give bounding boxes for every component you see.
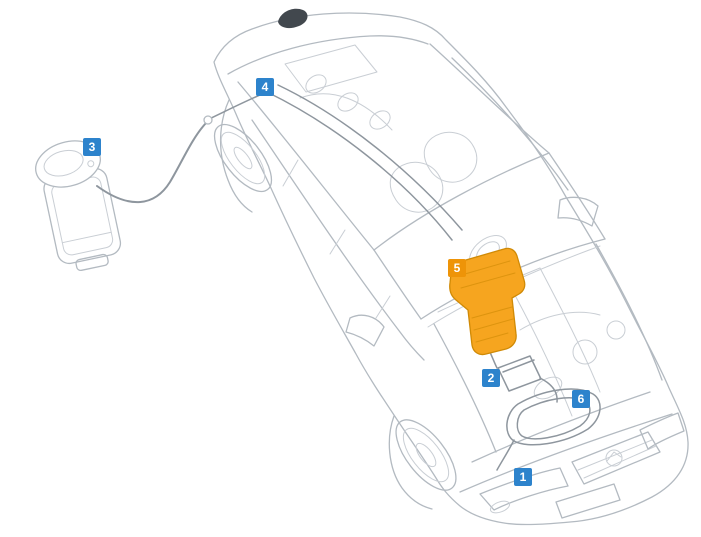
car-body-outline: [213, 12, 689, 526]
front-grille-and-lights: [479, 412, 685, 519]
callout-2[interactable]: 2: [482, 369, 500, 387]
external-device: [35, 115, 213, 272]
callout-1[interactable]: 1: [514, 468, 532, 486]
wheels: [213, 123, 457, 491]
callout-3[interactable]: 3: [83, 138, 101, 156]
cable-connector: [203, 115, 213, 125]
side-mirrors: [345, 196, 599, 347]
highlighted-module: [449, 247, 526, 356]
wiring-harness: [206, 84, 601, 471]
callout-5[interactable]: 5: [448, 259, 466, 277]
device-cable: [96, 122, 207, 203]
callout-4[interactable]: 4: [256, 78, 274, 96]
interior-seats: [299, 74, 626, 400]
roof-antenna-icon: [278, 8, 308, 29]
callout-6[interactable]: 6: [572, 390, 590, 408]
